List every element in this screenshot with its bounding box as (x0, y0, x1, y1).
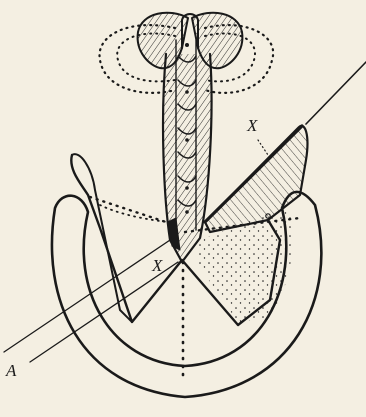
dotted-divider-left (90, 197, 175, 225)
pointer-line-right (306, 62, 366, 124)
line-a-upper (4, 236, 176, 352)
pointer-line-x (258, 140, 270, 158)
label-x-lower: X (152, 257, 162, 274)
label-a: A (6, 362, 16, 379)
line-a-lower (30, 262, 178, 362)
label-x-upper: X (247, 117, 257, 134)
